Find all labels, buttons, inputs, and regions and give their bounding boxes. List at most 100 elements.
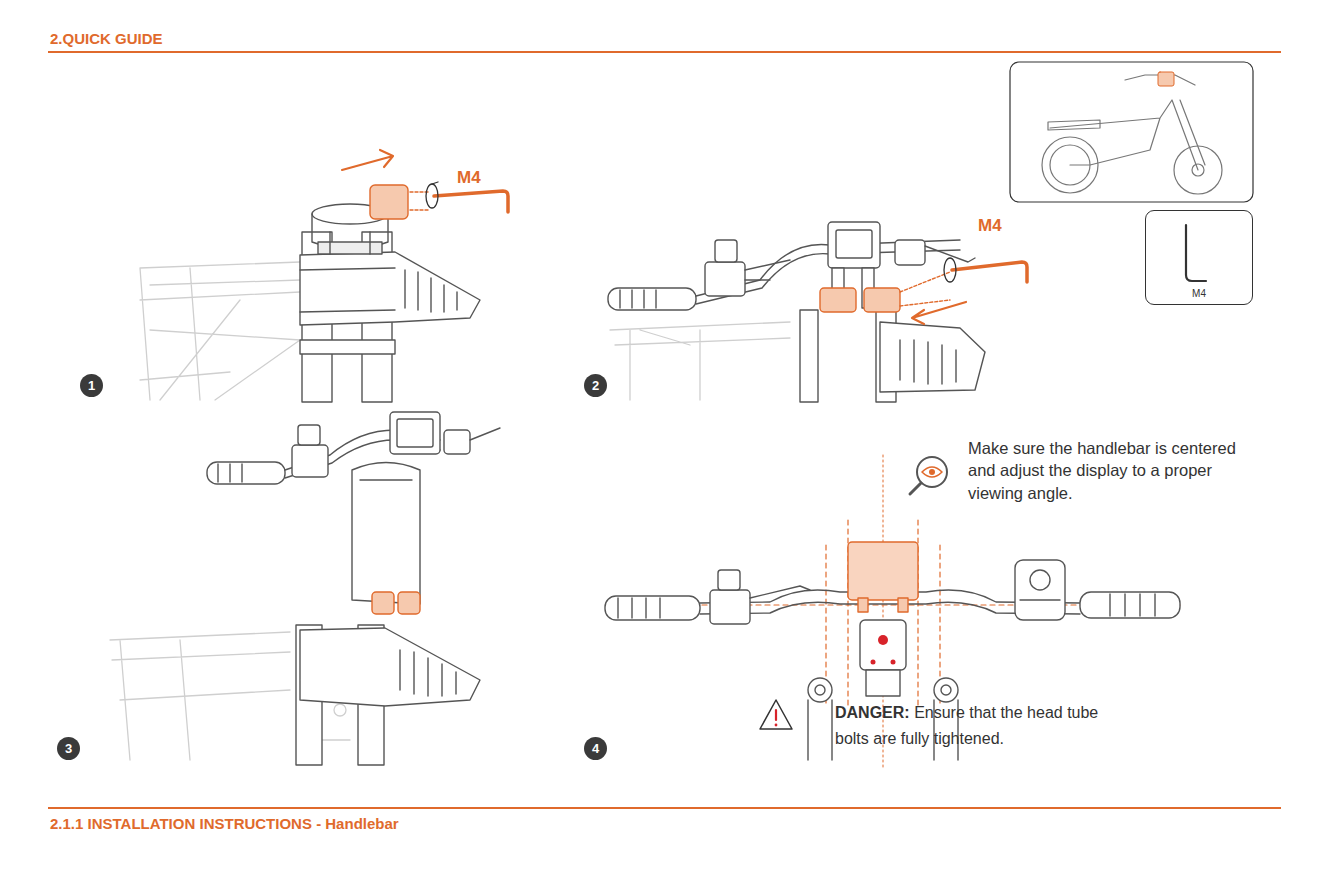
node-text: 2 <box>592 378 599 393</box>
illustration-part <box>775 724 778 727</box>
illustration-part <box>800 310 818 402</box>
illustration-part <box>370 185 408 219</box>
illustration-part <box>372 592 420 614</box>
step2-illustration <box>608 222 1027 402</box>
node-text: 3 <box>65 741 72 756</box>
illustration-part <box>292 445 328 477</box>
illustration-part <box>140 262 300 400</box>
illustration-part <box>1015 560 1065 620</box>
illustration-part <box>352 463 420 605</box>
illustration-part <box>372 592 394 614</box>
step-number: 4 <box>584 737 607 760</box>
illustration-part <box>820 288 856 312</box>
illustration-part <box>1030 570 1050 590</box>
instruction-note: Make sure the handlebar is centered and … <box>968 437 1248 504</box>
tool-inset: M4 <box>1145 210 1253 305</box>
footer-rule <box>48 807 1281 809</box>
danger-note: DANGER: Ensure that the head tube bolts … <box>835 700 1105 751</box>
illustration-part <box>330 232 370 254</box>
illustration-part <box>871 660 876 665</box>
node-text: 4 <box>592 741 599 756</box>
illustration-part <box>398 592 420 614</box>
page-title: 2.QUICK GUIDE <box>50 30 163 47</box>
illustration-part <box>941 685 951 695</box>
illustration-part <box>1080 592 1180 618</box>
illustration-part <box>900 340 956 384</box>
illustration-part <box>878 635 888 645</box>
illustration-part <box>410 192 428 210</box>
step4-illustration <box>605 455 1180 770</box>
illustration-part <box>207 462 285 484</box>
bike-thumbnail <box>1010 62 1253 202</box>
illustration-part <box>864 288 900 312</box>
allen-key-shape <box>1186 225 1206 281</box>
illustration-part <box>1048 120 1100 130</box>
illustration-part <box>610 322 790 400</box>
illustration-part <box>705 262 745 296</box>
illustration-part <box>150 268 300 400</box>
step-number: 1 <box>80 374 103 397</box>
step1-illustration <box>140 150 508 402</box>
illustration-part <box>952 262 1027 282</box>
tool-size-label: M4 <box>978 216 1002 236</box>
illustration-part <box>470 428 500 440</box>
illustration-part <box>775 710 777 720</box>
illustration-part <box>848 542 918 612</box>
illustration-part <box>934 678 958 702</box>
illustration-part <box>1020 599 1060 600</box>
illustration-part <box>815 685 825 695</box>
illustration-part <box>898 598 908 612</box>
illustration-part <box>895 240 925 265</box>
illustration-part <box>866 670 900 696</box>
illustration-part <box>300 204 480 402</box>
illustration-part <box>608 288 696 310</box>
illustration-part <box>608 222 985 402</box>
illustration-part <box>390 412 440 454</box>
illustration-part <box>1050 100 1205 170</box>
illustration-part <box>910 483 921 494</box>
illustration-part <box>620 290 656 308</box>
illustration-part <box>929 469 935 475</box>
illustration-part <box>318 242 382 254</box>
illustration-part <box>444 430 470 454</box>
illustration-part <box>300 252 480 325</box>
illustration-part <box>360 479 412 480</box>
illustration-part <box>922 467 942 477</box>
illustration-part <box>715 240 737 262</box>
illustration-part <box>1010 62 1253 202</box>
illustration-part <box>218 464 242 482</box>
illustration-part <box>848 542 918 600</box>
illustration-part <box>426 184 438 208</box>
illustration-part <box>432 182 438 184</box>
illustration-part <box>342 150 393 170</box>
tool-size-label: M4 <box>457 168 481 188</box>
illustration-part <box>300 340 395 354</box>
illustration-part <box>900 272 950 306</box>
step-number: 2 <box>584 374 607 397</box>
illustration-part <box>618 598 660 618</box>
illustration-part <box>891 660 896 665</box>
header-rule <box>48 51 1281 53</box>
illustration-part <box>207 412 500 765</box>
illustration-part <box>298 425 320 445</box>
illustration-part <box>912 302 966 324</box>
illustration-part <box>860 620 906 670</box>
illustration-part <box>745 260 790 280</box>
node-text: 1 <box>88 378 95 393</box>
illustration-part <box>836 230 872 258</box>
illustration-part <box>808 678 832 702</box>
illustration-part <box>300 628 480 706</box>
illustration-part <box>944 258 956 282</box>
illustration-part <box>828 222 880 268</box>
illustration-part <box>925 246 975 262</box>
illustration-part <box>300 268 395 312</box>
illustration-part <box>334 704 346 716</box>
illustration-part <box>605 596 700 620</box>
illustration-part <box>610 322 790 400</box>
illustration-part <box>718 570 740 590</box>
illustration-part <box>1042 75 1222 194</box>
illustration-part <box>370 185 428 219</box>
illustration-part <box>140 262 300 400</box>
step-number: 3 <box>57 737 80 760</box>
illustration-part <box>880 322 985 392</box>
